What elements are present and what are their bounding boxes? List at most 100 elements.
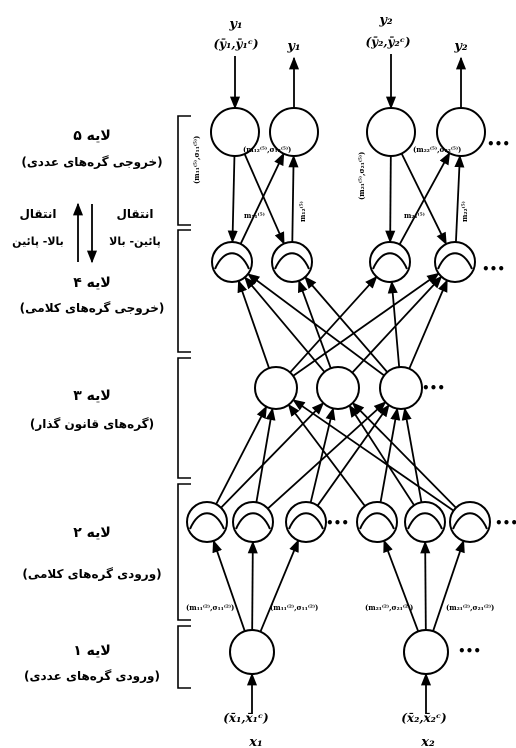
layer2-node (356, 501, 398, 543)
param-l4-a: m₁₁⁽⁵⁾ (244, 211, 265, 220)
param-l2-d: (m₂₁⁽²⁾,σ₂₁⁽²⁾) (446, 603, 494, 612)
edge-l5-l4 (243, 153, 285, 245)
layer2-node (232, 501, 274, 543)
edge-l3-l4 (247, 273, 385, 377)
edge-l2-l3 (379, 407, 401, 503)
transfer-left-subtitle: بالا- پائین (12, 235, 64, 248)
param-l4-b: m₁₂⁽⁵⁾ (298, 201, 307, 222)
param-l4-d: m₂₂⁽⁵⁾ (460, 201, 469, 222)
membership-curve (359, 512, 395, 530)
edge-l2-l3 (348, 404, 415, 506)
edge-l4-l5 (398, 151, 451, 245)
layer4-node (211, 241, 253, 283)
param-l5-d: (m₂₂⁽⁵⁾,σ₂₂⁽⁵⁾) (413, 145, 461, 154)
membership-curve (452, 512, 488, 530)
ellipsis-layer2-left: ••• (326, 516, 349, 530)
edge-l2-l3 (220, 402, 325, 509)
layer2-node (404, 501, 446, 543)
membership-curve (437, 252, 473, 270)
x1-label: x₁ (248, 735, 262, 748)
layer2-node (285, 501, 327, 543)
param-l5-c: (m₂₁⁽⁵⁾,σ₂₁⁽⁵⁾) (357, 152, 366, 200)
param-l2-b: (m₁₁⁽²⁾,σ₁₁⁽²⁾) (270, 603, 318, 612)
ellipsis-layer4: ••• (482, 262, 505, 276)
param-l5-a: (m₁₁⁽⁵⁾,σ₁₁⁽⁵⁾) (192, 136, 201, 184)
membership-curve (372, 252, 408, 270)
layer2-title: لایه ۲ (73, 525, 111, 541)
ellipsis-layer2-right: ••• (495, 516, 516, 530)
edge-l3-l4 (304, 276, 388, 373)
layer5-subtitle: (خروجی گره‌های عددی) (21, 155, 162, 170)
edge-l1-l2 (432, 539, 465, 632)
param-l2-a: (m₁₁⁽²⁾,σ₁₁⁽²⁾) (186, 603, 234, 612)
edge-l3-l4 (289, 275, 378, 374)
layer2-subtitle: (ورودی گره‌های کلامی) (22, 567, 161, 582)
ellipsis-layer5: ••• (487, 137, 510, 151)
param-l2-c: (m₂₁⁽²⁾,σ₂₁⁽²⁾) (365, 603, 413, 612)
edge-l4-l5 (454, 154, 465, 243)
edge-l3-l4 (351, 275, 443, 374)
edge-l4-l5 (288, 154, 299, 243)
edge-l2-l3 (255, 407, 276, 503)
edge-l5-l4 (385, 155, 396, 244)
edge-l1-l2 (420, 540, 431, 631)
layer5-node (366, 107, 416, 157)
edge-l3-l4 (244, 276, 326, 373)
x2-pair-label: (x̄₂,x̄₂ᶜ) (401, 711, 446, 725)
transfer-right-title: انتقال (116, 207, 153, 221)
edge-l2-l3 (287, 403, 366, 507)
layer4-node (434, 241, 476, 283)
y1-output-label: y₁ (286, 39, 300, 54)
layer1-subtitle: (ورودی گره‌های عددی) (24, 669, 160, 684)
x2-label: x₂ (420, 735, 435, 748)
layer5-title: لایه ۵ (73, 128, 111, 144)
membership-curve (288, 512, 324, 530)
bracket-layer4 (177, 229, 191, 353)
edge-l1-l2 (247, 540, 258, 631)
layer3-subtitle: (گره‌های قانون گذار) (30, 417, 154, 432)
layer3-node (254, 366, 298, 410)
param-l5-b: (m₁₂⁽⁵⁾,σ₁₂⁽⁵⁾) (243, 145, 291, 154)
edge-l2-l3 (215, 405, 268, 505)
membership-curve (214, 252, 250, 270)
ellipsis-layer1: ••• (458, 644, 481, 658)
edge-l2-l3 (316, 404, 390, 507)
edge-l4-l5 (239, 152, 285, 245)
layer4-title: لایه ۴ (73, 275, 111, 291)
layer4-subtitle: (خروجی گره‌های کلامی) (20, 301, 165, 316)
membership-curve (274, 252, 310, 270)
membership-curve (407, 512, 443, 530)
layer5-node (436, 107, 486, 157)
layer5-node (269, 107, 319, 157)
connection-lines (212, 54, 467, 714)
y2-desired-pair: (ȳ₂,ȳ₂ᶜ) (365, 35, 410, 49)
layer5-node (210, 107, 260, 157)
edge-l1-l2 (259, 539, 300, 633)
layer2-node (186, 501, 228, 543)
param-l4-c: m₂₁⁽⁵⁾ (404, 211, 425, 220)
layer3-node (379, 366, 423, 410)
layer4-node (271, 241, 313, 283)
layer3-title: لایه ۳ (73, 388, 111, 404)
edge-l3-l4 (237, 279, 270, 369)
layer2-node (449, 501, 491, 543)
edge-l1-l2 (383, 539, 420, 632)
bracket-layer5 (177, 115, 191, 226)
bracket-layer1 (177, 625, 191, 689)
edge-l3-l4 (292, 272, 440, 377)
edge-l2-l3 (401, 407, 423, 503)
network-nodes (186, 107, 491, 675)
y2-desired-label: y₂ (378, 13, 393, 28)
layer1-node (403, 629, 449, 675)
x1-pair-label: (x̄₁,x̄₁ᶜ) (223, 711, 268, 725)
layer-brackets (177, 115, 191, 689)
layer4-node (369, 241, 411, 283)
edge-l1-l2 (212, 539, 246, 632)
edge-l3-l4 (408, 279, 448, 370)
y2-output-label: y₂ (453, 39, 468, 54)
bracket-layer2 (177, 483, 191, 621)
layer3-node (316, 366, 360, 410)
edge-l3-l4 (387, 280, 401, 368)
edge-l2-l3 (292, 399, 455, 512)
